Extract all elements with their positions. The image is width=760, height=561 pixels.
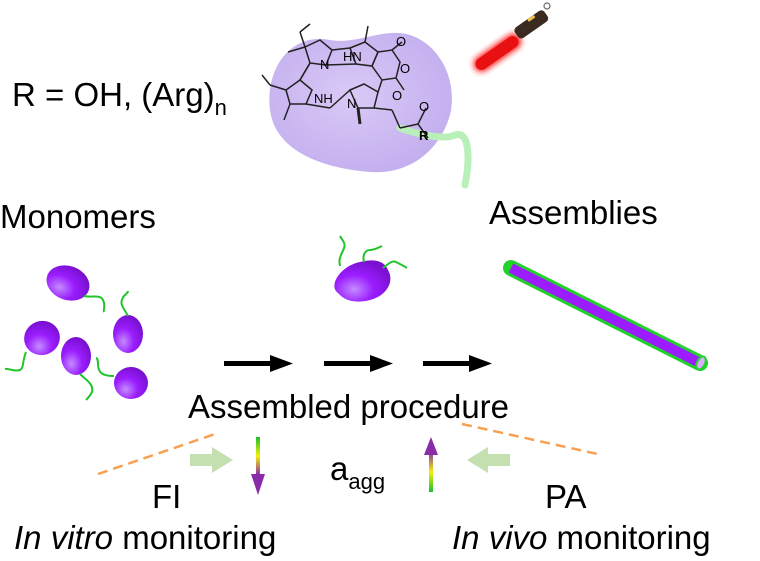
assemblies-label: Assemblies [489, 194, 658, 231]
process-arrow-1 [224, 361, 272, 366]
atom-label-n1: N [320, 57, 330, 72]
fi-monitoring-italic: In vitro [14, 519, 114, 556]
r-group-label: R = OH, (Arg)n [12, 78, 227, 119]
fi-gradient-down-arrow [251, 437, 265, 495]
molecule-highlight [269, 32, 452, 173]
atom-label-o2: O [400, 61, 411, 76]
pa-monitoring-label: In vivo monitoring [452, 521, 711, 554]
pa-block-arrow [467, 447, 510, 473]
atom-label-o1: O [396, 34, 407, 49]
molecule-tail [396, 124, 472, 189]
pa-label: PA [545, 478, 587, 515]
a-agg-subscript: agg [348, 469, 386, 494]
pa-monitoring-italic: In vivo [452, 519, 548, 556]
pa-gradient-up-arrow [424, 437, 438, 492]
aggregate-particle [334, 235, 408, 302]
a-agg-main: a [330, 450, 349, 487]
process-arrow-3 [423, 361, 471, 366]
r-group-subscript: n [214, 95, 227, 120]
r-group-prefix: R = OH, (Arg) [12, 76, 215, 113]
atom-label-o3: O [392, 88, 403, 103]
fi-block-arrow [190, 447, 233, 473]
fi-label: FI [152, 478, 182, 515]
a-agg-label: aagg [330, 452, 385, 493]
molecule-structure [261, 23, 429, 139]
monomers-cluster [4, 265, 148, 401]
process-arrows [224, 355, 492, 372]
procedure-label: Assembled procedure [188, 388, 510, 425]
atom-label-nh: NH [314, 91, 333, 106]
dashed-line-right [461, 422, 603, 457]
atom-label-hn: HN [343, 49, 362, 64]
laser-pointer-icon [473, 2, 551, 72]
fi-monitoring-label: In vitro monitoring [14, 521, 276, 554]
atom-label-n2: N [347, 96, 357, 111]
assembly-rod [503, 260, 708, 371]
process-arrow-2 [324, 361, 372, 366]
dashed-line-left [97, 431, 219, 476]
pa-monitoring-rest: monitoring [547, 519, 711, 556]
atom-label-o4: O [419, 99, 430, 114]
fi-monitoring-rest: monitoring [113, 519, 277, 556]
monomers-label: Monomers [0, 198, 156, 235]
atom-label-r: R [419, 128, 429, 143]
